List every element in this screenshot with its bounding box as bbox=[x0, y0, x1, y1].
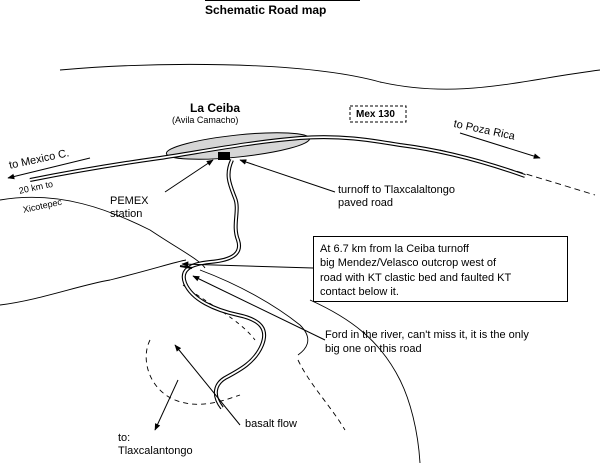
arrow-outcrop bbox=[181, 261, 314, 269]
ford-note: Ford in the river, can't miss it, it is … bbox=[325, 328, 529, 357]
south-line-1: to: bbox=[118, 432, 131, 444]
arrow-ford bbox=[192, 275, 326, 341]
arrow-to-mexico bbox=[7, 157, 91, 180]
highway-label: Mex 130 bbox=[356, 109, 395, 120]
map-title: Schematic Road map bbox=[205, 3, 327, 17]
pemex-line-2: station bbox=[110, 207, 143, 220]
outcrop-line-1: At 6.7 km from la Ceiba turnoff bbox=[320, 243, 469, 255]
outcrop-line-3: road with KT clastic bed and faulted KT bbox=[320, 271, 512, 284]
contour-west-ridge bbox=[0, 196, 206, 269]
arrow-to-tlaxcalantongo bbox=[154, 379, 179, 431]
contour-south-west bbox=[0, 259, 187, 306]
label-turnoff: turnoff to Tlaxcalaltongo paved road bbox=[338, 184, 455, 209]
outcrop-note-box: At 6.7 km from la Ceiba turnoff big Mend… bbox=[313, 236, 568, 302]
ford-line-2: big one on this road bbox=[325, 343, 422, 356]
contour-ridge-east bbox=[199, 269, 309, 356]
highway-mex-130 bbox=[29, 135, 526, 182]
highway-badge bbox=[349, 105, 407, 123]
title-rule bbox=[205, 0, 360, 1]
label-to-tlaxcalantongo: to: Tlaxcalantongo bbox=[118, 432, 193, 457]
terrain-contours bbox=[0, 63, 600, 463]
contour-east bbox=[309, 299, 421, 463]
south-line-2: Tlaxcalantongo bbox=[118, 444, 193, 457]
contour-north bbox=[59, 63, 600, 90]
road-to-tlaxcalantongo bbox=[181, 159, 267, 410]
turnoff-line-2: paved road bbox=[338, 196, 394, 209]
label-basalt: basalt flow bbox=[245, 418, 297, 430]
pemex-station-marker bbox=[218, 152, 230, 160]
outcrop-line-2: big Mendez/Velasco outcrop west of bbox=[320, 257, 497, 270]
town-name: La Ceiba bbox=[190, 101, 241, 115]
arrow-pemex bbox=[164, 159, 214, 193]
pemex-line-1: PEMEX bbox=[110, 195, 149, 207]
ford-line-1: Ford in the river, can't miss it, it is … bbox=[325, 329, 529, 341]
town-alt-name: (Avila Camacho) bbox=[172, 115, 239, 125]
contour-south-dashed bbox=[145, 339, 241, 405]
label-pemex: PEMEX station bbox=[110, 195, 149, 220]
arrow-basalt bbox=[174, 344, 241, 426]
leader-arrows bbox=[7, 132, 541, 431]
outcrop-line-4: contact below it. bbox=[320, 285, 399, 298]
contour-east-dashed bbox=[297, 359, 346, 431]
turnoff-line-1: turnoff to Tlaxcalaltongo bbox=[338, 184, 456, 196]
ford-mark bbox=[179, 265, 193, 269]
arrow-turnoff bbox=[239, 159, 336, 193]
arrow-to-poza-rica bbox=[459, 132, 541, 159]
